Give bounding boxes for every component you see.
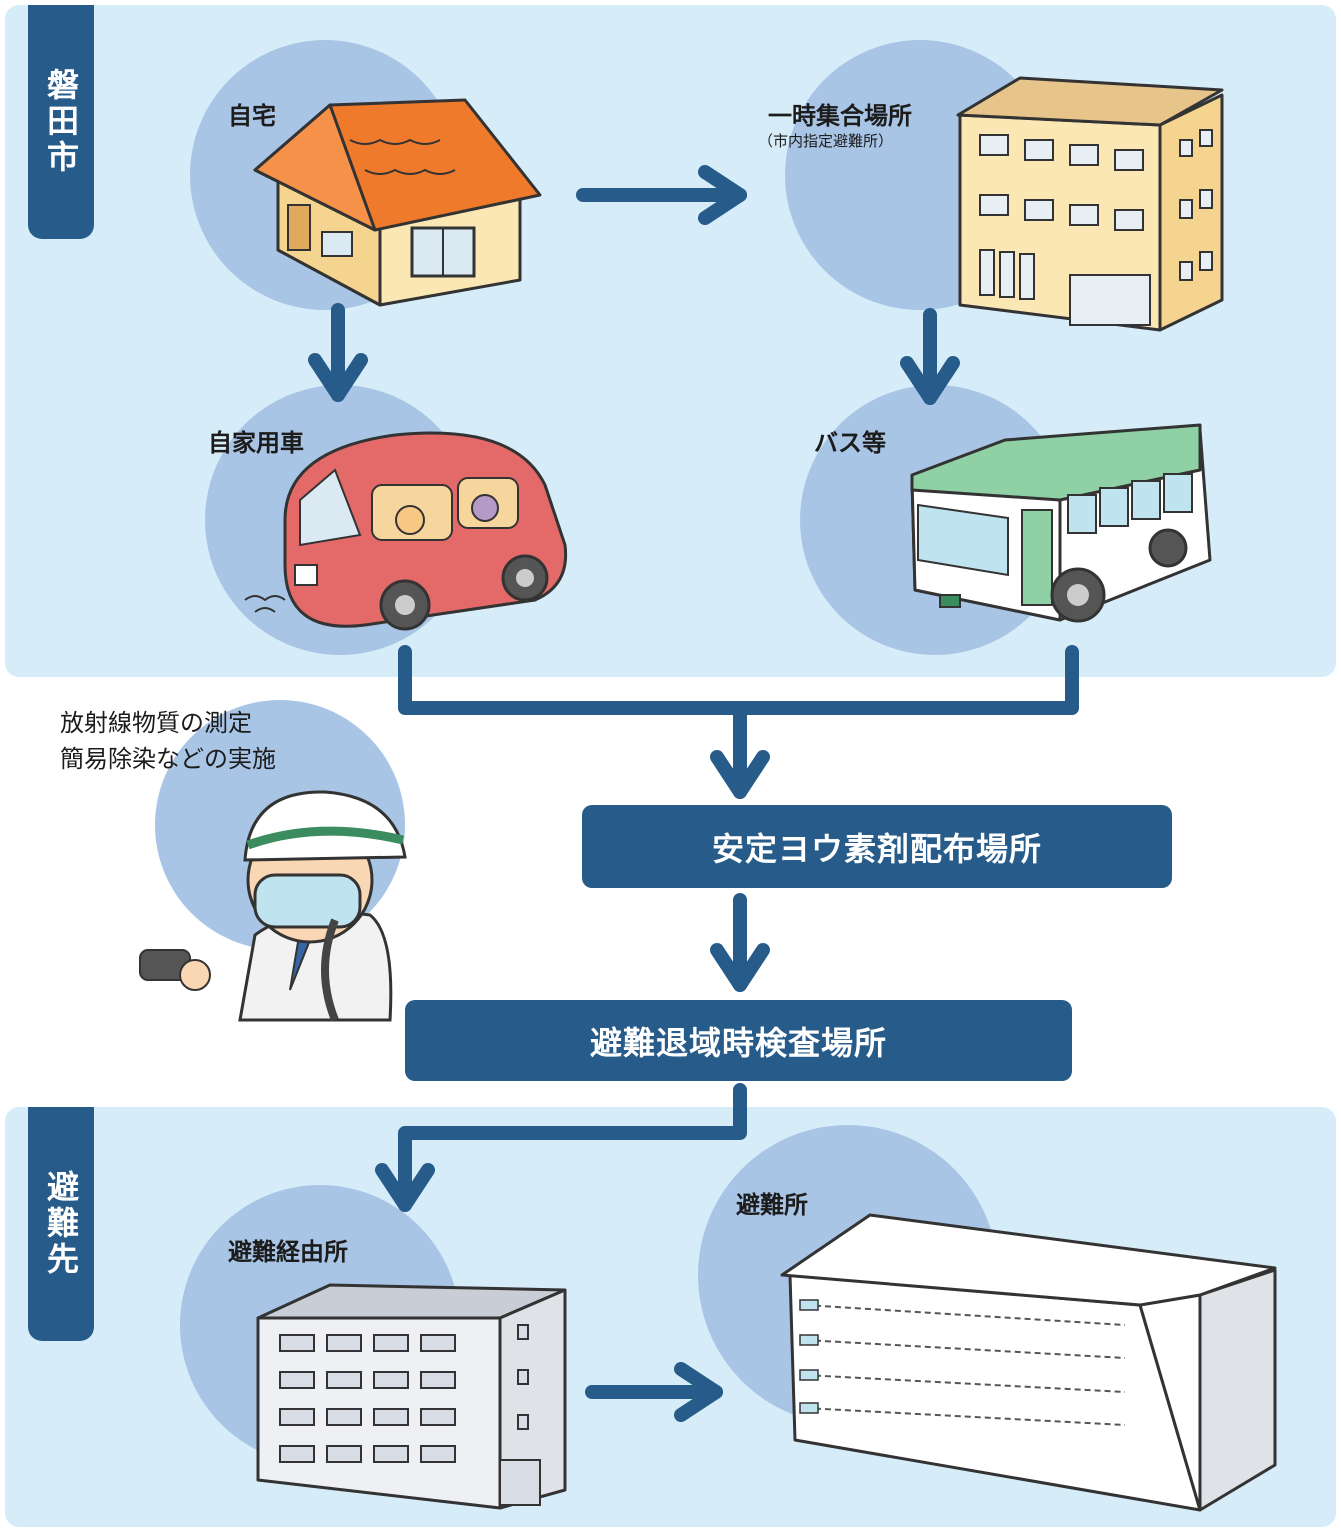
assembly-sublabel: （市内指定避難所） [758, 132, 894, 150]
iodine-distribution-box: 安定ヨウ素剤配布場所 [582, 805, 1172, 888]
inspection-box: 避難退域時検査場所 [405, 1000, 1072, 1081]
destination-region-label: 避難先 [28, 1107, 94, 1341]
via-label: 避難経由所 [228, 1238, 348, 1266]
house-illustration [253, 98, 542, 307]
shelter-building-illustration [780, 1213, 1277, 1512]
measurement-note-line2: 簡易除染などの実施 [60, 745, 276, 773]
bus-illustration [910, 423, 1212, 623]
flow-arrows [308, 165, 1079, 1422]
via-building-illustration [256, 1283, 567, 1510]
car-label: 自家用車 [208, 429, 304, 457]
assembly-building-illustration [956, 76, 1224, 332]
assembly-label: 一時集合場所 [768, 102, 912, 130]
worker-illustration [139, 790, 407, 1022]
measurement-note: 放射線物質の測定 簡易除染などの実施 [60, 705, 276, 777]
measurement-note-line1: 放射線物質の測定 [60, 709, 252, 737]
bus-label: バス等 [814, 429, 886, 457]
car-illustration [244, 431, 568, 631]
origin-region-label: 磐田市 [28, 5, 94, 239]
shelter-label: 避難所 [736, 1191, 808, 1219]
home-label: 自宅 [228, 102, 276, 130]
